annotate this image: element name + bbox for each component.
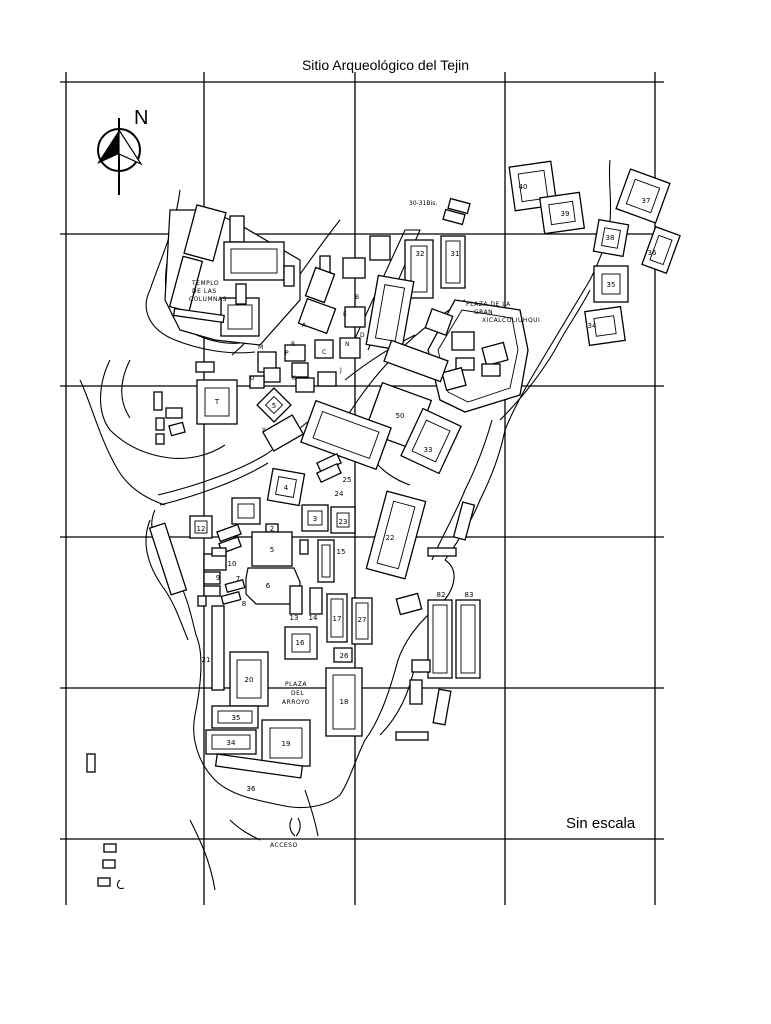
- label-6: 6: [266, 582, 271, 590]
- label-82: 82: [437, 591, 446, 599]
- label-N: N: [345, 341, 350, 348]
- label-2: 2: [270, 525, 274, 533]
- place-temple-1: TEMPLO: [191, 280, 219, 287]
- building-37: [615, 168, 671, 224]
- label-T: T: [214, 398, 220, 406]
- label-M: M: [258, 344, 263, 351]
- label-J: J: [339, 367, 342, 374]
- place-arroyo-2: DEL: [291, 690, 304, 697]
- label-32: 32: [416, 250, 425, 258]
- label-34t: 34: [588, 322, 597, 330]
- place-xical-2: GRAN: [474, 309, 493, 316]
- label-8: 8: [242, 600, 246, 608]
- label-24: 24: [335, 490, 344, 498]
- map-grid: [60, 72, 664, 905]
- label-R: R: [291, 341, 295, 348]
- label-4: 4: [284, 484, 289, 492]
- building-36t: [641, 225, 681, 275]
- label-83: 83: [465, 591, 474, 599]
- label-38: 38: [606, 234, 615, 242]
- label-D: D: [360, 332, 365, 339]
- label-33: 33: [424, 446, 433, 454]
- label-P: P: [285, 350, 289, 357]
- label-26: 26: [340, 652, 349, 660]
- label-7: 7: [236, 575, 240, 583]
- place-xical-1: PLAZA DE LA: [466, 301, 511, 308]
- label-20: 20: [245, 676, 254, 684]
- label-K: K: [292, 375, 297, 382]
- map-title: Sitio Arqueológico del Tejin: [301, 57, 470, 73]
- label-5s: 5: [272, 402, 276, 410]
- label-22: 22: [386, 534, 395, 542]
- building-35: [593, 265, 629, 303]
- label-15: 15: [337, 548, 346, 556]
- label-18: 18: [340, 698, 349, 706]
- buildings: [86, 160, 681, 887]
- place-names: TEMPLO DE LAS COLUMNAS PLAZA DE LA GRAN …: [189, 280, 540, 849]
- place-acceso: ACCESO: [270, 842, 298, 849]
- label-17: 17: [333, 615, 342, 623]
- scale-note: Sin escala: [566, 815, 636, 832]
- building-38: [592, 218, 630, 258]
- label-34: 34: [227, 739, 236, 747]
- place-arroyo-1: PLAZA: [285, 681, 307, 688]
- label-5: 5: [270, 546, 274, 554]
- label-3: 3: [313, 515, 317, 523]
- label-39: 39: [561, 210, 570, 218]
- label-23: 23: [339, 518, 348, 526]
- label-C: C: [322, 349, 326, 356]
- label-16: 16: [296, 639, 305, 647]
- place-temple-3: COLUMNAS: [189, 296, 227, 303]
- label-A: A: [302, 322, 307, 329]
- label-31: 31: [451, 250, 460, 258]
- label-14: 14: [309, 614, 318, 622]
- label-Y: Y: [261, 427, 266, 434]
- label-B: B: [355, 294, 359, 301]
- north-label: N: [134, 107, 148, 129]
- label-21: 21: [202, 656, 211, 664]
- building-34t: [584, 305, 626, 347]
- label-U: U: [250, 375, 254, 382]
- place-xical-3: XICALCOLIUHQUI: [482, 317, 540, 324]
- place-temple-2: DE LAS: [192, 288, 217, 295]
- north-arrow-icon: N: [97, 107, 148, 195]
- label-50: 50: [396, 412, 405, 420]
- label-9: 9: [216, 574, 220, 582]
- building-39: [538, 191, 586, 235]
- label-35: 35: [607, 281, 616, 289]
- label-10: 10: [228, 560, 237, 568]
- place-arroyo-3: ARROYO: [282, 699, 310, 706]
- label-27: 27: [358, 616, 367, 624]
- label-35b: 35: [232, 714, 241, 722]
- label-36t: 36: [648, 249, 657, 257]
- building-labels: 40 39 37 38 36 35 34 30-31Bis. 32 31 50 …: [197, 183, 657, 793]
- label-13: 13: [290, 614, 299, 622]
- label-25: 25: [343, 476, 352, 484]
- label-40: 40: [519, 183, 528, 191]
- label-E: E: [343, 311, 347, 318]
- label-12: 12: [197, 525, 206, 533]
- label-30: 30-31Bis.: [409, 200, 437, 207]
- label-37: 37: [642, 197, 651, 205]
- label-19: 19: [282, 740, 291, 748]
- label-36: 36: [247, 785, 256, 793]
